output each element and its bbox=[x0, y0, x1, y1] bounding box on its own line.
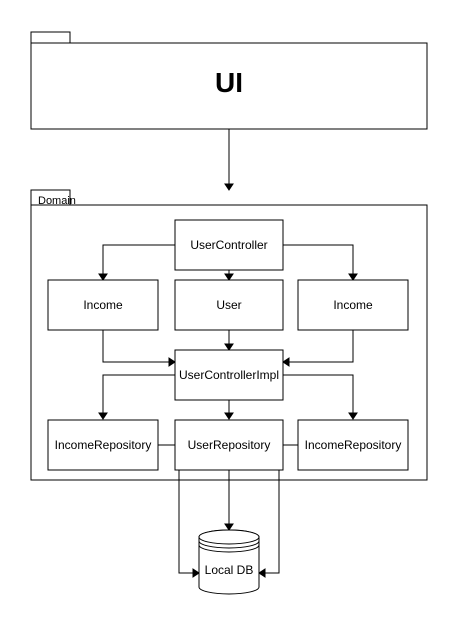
node-user-label: User bbox=[216, 298, 241, 312]
ui-package-label: UI bbox=[215, 67, 243, 98]
node-user-repository[interactable]: UserRepository bbox=[174, 419, 284, 471]
node-user[interactable]: User bbox=[174, 279, 284, 331]
node-local-db[interactable]: Local DB bbox=[198, 529, 260, 595]
edge-impl-to-incomerepo-left bbox=[98, 374, 175, 420]
node-income-left-label: Income bbox=[83, 298, 123, 312]
node-user-controller-impl-label: UserControllerImpl bbox=[179, 368, 279, 382]
node-user-controller-label: UserController bbox=[190, 238, 267, 252]
node-user-controller-impl[interactable]: UserControllerImpl bbox=[174, 349, 284, 401]
edge-ui-to-domain bbox=[224, 129, 234, 191]
node-income-right-label: Income bbox=[333, 298, 373, 312]
node-income-right[interactable]: Income bbox=[297, 279, 409, 331]
edge-incomerepo-right-to-db bbox=[258, 444, 299, 578]
edge-usercontroller-to-income-right bbox=[283, 244, 358, 281]
node-income-repository-right-label: IncomeRepository bbox=[305, 438, 402, 452]
edge-impl-to-userrepo bbox=[224, 400, 234, 420]
node-user-controller[interactable]: UserController bbox=[174, 219, 284, 271]
ui-package-tab bbox=[30, 31, 71, 44]
ui-package-body bbox=[30, 42, 428, 130]
edge-userrepo-to-db bbox=[224, 470, 234, 531]
edge-incomerepo-left-to-db bbox=[157, 444, 200, 578]
domain-package-label: Domain bbox=[38, 195, 76, 207]
edge-income-right-to-impl bbox=[282, 330, 354, 367]
node-local-db-label: Local DB bbox=[205, 563, 254, 577]
node-income-repository-left-label: IncomeRepository bbox=[55, 438, 152, 452]
node-income-repository-left[interactable]: IncomeRepository bbox=[47, 419, 159, 471]
edge-usercontroller-to-user bbox=[224, 270, 234, 281]
node-income-left[interactable]: Income bbox=[47, 279, 159, 331]
edge-impl-to-incomerepo-right bbox=[283, 374, 358, 420]
node-income-repository-right[interactable]: IncomeRepository bbox=[297, 419, 409, 471]
ui-package[interactable]: UI bbox=[30, 31, 428, 130]
node-user-repository-label: UserRepository bbox=[188, 438, 271, 452]
edge-usercontroller-to-income-left bbox=[98, 244, 175, 281]
edges bbox=[98, 244, 358, 578]
edge-user-to-impl bbox=[224, 330, 234, 351]
edge-income-left-to-impl bbox=[102, 330, 176, 367]
